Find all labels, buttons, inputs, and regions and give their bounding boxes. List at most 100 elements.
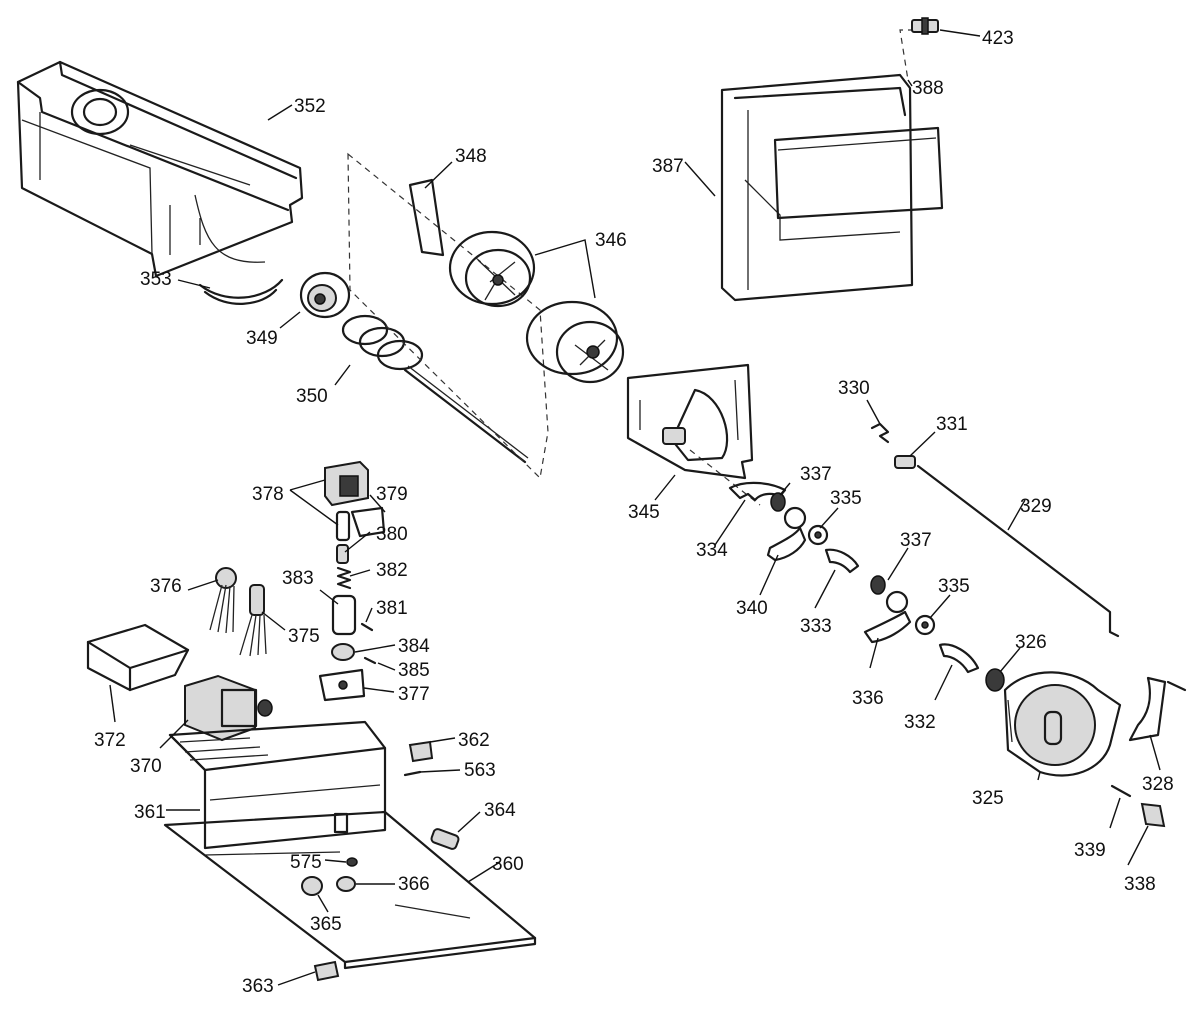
part-333-cam (824, 548, 860, 574)
part-370-motor (184, 674, 273, 742)
callout-385: 385 (398, 660, 430, 681)
callout-382: 382 (376, 560, 408, 581)
callout-338: 338 (1124, 874, 1156, 895)
callout-366: 366 (398, 874, 430, 895)
part-364-switch (430, 828, 460, 850)
callout-365: 365 (310, 914, 342, 935)
callout-labels: 423 388 387 352 348 346 353 349 350 330 … (94, 28, 1174, 997)
part-352-ice-bucket (16, 60, 304, 278)
callout-381: 381 (376, 598, 408, 619)
part-381-pin (360, 622, 374, 632)
callout-563: 563 (464, 760, 496, 781)
callout-364: 364 (484, 800, 516, 821)
part-349-auger-hub (299, 271, 351, 319)
callout-345: 345 (628, 502, 660, 523)
callout-326: 326 (1015, 632, 1047, 653)
part-382-spring (336, 566, 352, 590)
callout-350: 350 (296, 386, 328, 407)
callout-340: 340 (736, 598, 768, 619)
part-348-blade (408, 178, 445, 257)
part-332-cam (938, 643, 980, 674)
callout-375: 375 (288, 626, 320, 647)
part-330-spring (870, 422, 890, 444)
part-350-auger-coil (341, 314, 529, 464)
part-388-door-flap (773, 126, 944, 220)
part-375-wire-harness (239, 584, 267, 657)
callout-349: 349 (246, 328, 278, 349)
callout-333: 333 (800, 616, 832, 637)
part-337-spacer-upper (770, 492, 786, 512)
callout-376: 376 (150, 576, 182, 597)
part-366-clip (336, 876, 356, 892)
part-362-bracket (408, 740, 434, 763)
part-361-control-housing (168, 720, 387, 850)
callout-330: 330 (838, 378, 870, 399)
part-378-solenoid (324, 460, 369, 507)
callout-331: 331 (936, 414, 968, 435)
leader-lines (109, 29, 1161, 986)
callout-348: 348 (455, 146, 487, 167)
callout-353: 353 (140, 269, 172, 290)
callout-339: 339 (1074, 840, 1106, 861)
callout-363: 363 (242, 976, 274, 997)
callout-329: 329 (1020, 496, 1052, 517)
part-365-knob (301, 876, 323, 896)
part-336-gear-arm (863, 610, 912, 644)
part-338-bracket (1140, 802, 1166, 828)
part-337-spacer-lower (870, 575, 886, 595)
callout-378: 378 (252, 484, 284, 505)
part-384-nut (331, 643, 355, 661)
alignment-dashed-frame (347, 152, 549, 480)
part-331-bushing (894, 455, 916, 469)
part-339-pin (1110, 784, 1132, 798)
callout-380: 380 (376, 524, 408, 545)
callout-337-upper: 337 (800, 464, 832, 485)
callout-332: 332 (904, 712, 936, 733)
part-346-crusher-drums (448, 230, 625, 384)
part-379-solenoid-bracket (350, 506, 386, 538)
callout-372: 372 (94, 730, 126, 751)
callout-346: 346 (595, 230, 627, 251)
part-387-door-frame (720, 73, 914, 302)
part-380-plunger (335, 510, 351, 564)
callout-337-lower: 337 (900, 530, 932, 551)
callout-383: 383 (282, 568, 314, 589)
part-376-wire-harness (209, 567, 237, 634)
part-372-cover (86, 623, 190, 692)
part-340-washer (783, 506, 807, 530)
callout-370: 370 (130, 756, 162, 777)
part-575-screw (346, 857, 358, 867)
callout-387: 387 (652, 156, 684, 177)
callout-336: 336 (852, 688, 884, 709)
part-335-washer-upper (807, 524, 829, 546)
callout-423: 423 (982, 28, 1014, 49)
part-385-pin (363, 656, 377, 665)
part-340-gear-arm (766, 526, 807, 562)
part-345-mounting-plate (626, 363, 754, 480)
part-325-motor-housing (1003, 671, 1122, 777)
callout-335-lower: 335 (938, 576, 970, 597)
part-377-armature-plate (318, 668, 366, 702)
callout-379: 379 (376, 484, 408, 505)
callout-384: 384 (398, 636, 430, 657)
part-383-sleeve (331, 594, 357, 636)
part-329-rod (916, 464, 1120, 638)
callout-360: 360 (492, 854, 524, 875)
part-423-connector (911, 17, 939, 35)
part-563-screw (403, 770, 422, 777)
part-328-clip (1128, 676, 1167, 742)
part-336-washer (885, 590, 909, 614)
part-335-washer-lower (914, 614, 936, 636)
part-360-base-plate (163, 810, 537, 970)
callout-325: 325 (972, 788, 1004, 809)
callout-362: 362 (458, 730, 490, 751)
part-326-bearing (985, 668, 1005, 692)
callout-335-upper: 335 (830, 488, 862, 509)
callout-388: 388 (912, 78, 944, 99)
callout-361: 361 (134, 802, 166, 823)
callout-334: 334 (696, 540, 728, 561)
part-328-tab (1166, 680, 1187, 692)
callout-328: 328 (1142, 774, 1174, 795)
part-353-ring-clip (198, 278, 284, 305)
